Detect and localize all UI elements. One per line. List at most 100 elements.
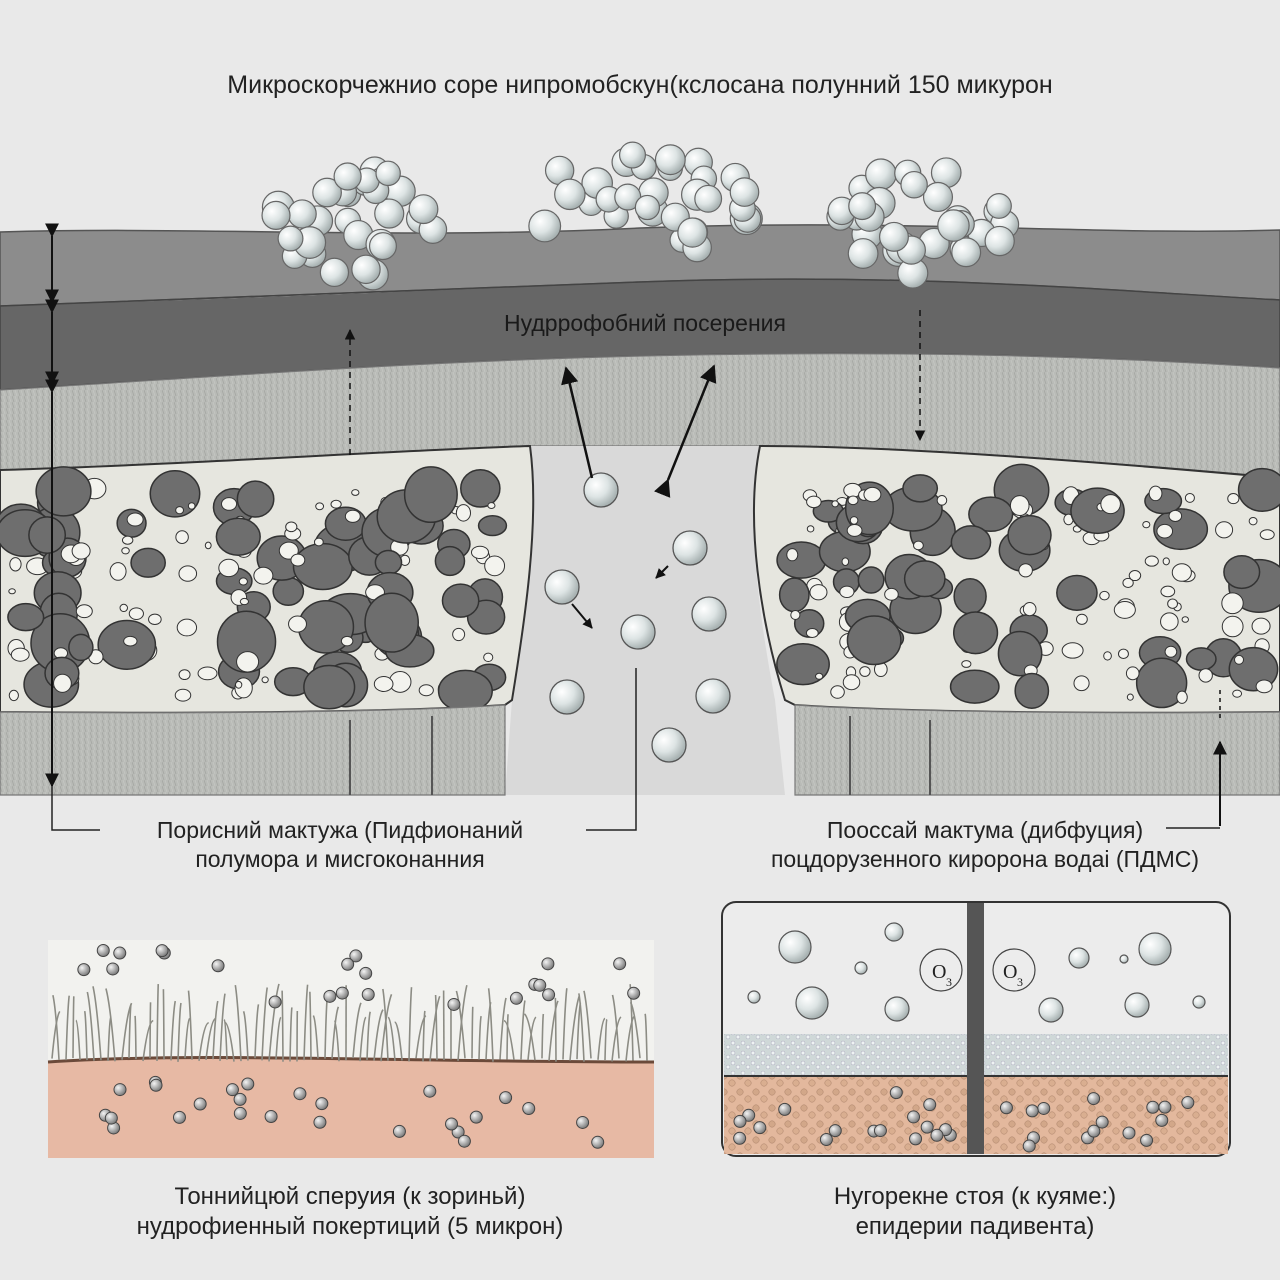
bead — [753, 1121, 767, 1135]
fiber-strand — [499, 997, 507, 1060]
right-matrix-label-line2: поцдорузенного киророна водаі (ПДМС) — [770, 845, 1200, 872]
fiber-strand — [156, 984, 160, 1061]
fiber-strand — [275, 1016, 282, 1060]
bead — [211, 959, 225, 973]
right-lower-fiber — [794, 704, 1280, 796]
droplet — [1068, 947, 1090, 969]
fiber-strand — [72, 996, 75, 1059]
droplet — [544, 569, 580, 605]
droplet — [695, 678, 731, 714]
droplet — [549, 679, 585, 715]
fiber-strand — [198, 1022, 209, 1061]
pore — [290, 553, 306, 567]
pore — [1022, 602, 1037, 617]
pore — [1171, 563, 1192, 582]
layer-stack — [0, 224, 1280, 796]
pore — [1018, 563, 1033, 578]
ozone-marker-left — [919, 948, 963, 992]
fiber-strand — [177, 1002, 182, 1062]
fiber-strand — [312, 1015, 319, 1059]
bottom-right-inset: O 3 O 3 — [721, 901, 1231, 1157]
bead — [113, 946, 127, 960]
pore — [1168, 509, 1183, 523]
bead — [361, 988, 375, 1002]
bead — [457, 1134, 471, 1148]
bead — [359, 966, 373, 980]
pore — [863, 486, 882, 503]
pore — [176, 618, 198, 637]
pore — [10, 647, 30, 662]
fiber-strand — [212, 1000, 219, 1060]
droplet — [319, 257, 350, 288]
droplet — [848, 192, 877, 221]
fiber-strand — [184, 1017, 191, 1059]
fiber-strand — [434, 994, 438, 1061]
pore — [786, 548, 799, 562]
bead — [193, 1097, 207, 1111]
pore — [315, 502, 325, 511]
fiber-strand — [487, 988, 494, 1062]
box-droplets — [747, 922, 1206, 1023]
channel-droplets — [544, 472, 731, 763]
pore — [1056, 574, 1098, 611]
pore — [1185, 647, 1217, 671]
pore — [71, 542, 91, 560]
droplet — [986, 193, 1012, 219]
bead — [1087, 1092, 1101, 1106]
pore — [1153, 508, 1209, 551]
pore — [839, 585, 855, 599]
ozone-right-sub: 3 — [1017, 975, 1023, 989]
droplet — [951, 237, 982, 268]
fiber-strand — [644, 1013, 648, 1061]
left-lower-fiber — [0, 704, 506, 796]
fiber-strand — [429, 995, 441, 1062]
fiber-strand — [611, 994, 620, 1059]
pore — [403, 466, 458, 524]
droplet — [654, 144, 686, 176]
fiber-strand — [52, 995, 60, 1060]
bead — [268, 995, 282, 1009]
pore — [1156, 523, 1174, 539]
bead — [907, 1110, 921, 1124]
pore — [1100, 494, 1121, 515]
pore — [806, 525, 815, 533]
fiber-strand — [234, 984, 242, 1062]
bottom-left-caption: Тоннийцюй сперуия (к зориньй) нудрофиенн… — [60, 1182, 640, 1242]
pore — [1215, 521, 1234, 539]
bead — [1158, 1100, 1172, 1114]
pore — [340, 635, 354, 647]
fiber-strand — [554, 997, 557, 1062]
small-arrow-2 — [655, 565, 669, 579]
pore — [902, 474, 939, 503]
pore — [846, 615, 902, 666]
pore — [1176, 690, 1188, 704]
bead — [323, 989, 337, 1003]
bead — [423, 1084, 437, 1098]
pore — [130, 547, 166, 578]
pore — [961, 660, 972, 668]
pore — [8, 689, 19, 702]
droplet-clusters — [261, 141, 1020, 291]
fiber-strand — [455, 990, 466, 1059]
pore — [374, 549, 403, 576]
pore — [778, 577, 810, 613]
fiber-strand — [366, 1011, 372, 1060]
bottom-right-caption-line1: Нугорекне стоя (к куяме:) — [833, 1183, 1117, 1210]
bead — [999, 1101, 1013, 1115]
bead — [920, 1120, 934, 1134]
pore — [121, 547, 130, 555]
droplet — [333, 162, 362, 191]
pore — [487, 502, 496, 509]
pore — [303, 664, 356, 710]
pore — [1135, 657, 1188, 709]
fiber-strand — [527, 1016, 537, 1061]
droplet — [583, 472, 619, 508]
pore — [239, 597, 249, 606]
bead — [241, 1077, 255, 1091]
pore — [178, 565, 198, 582]
pore — [484, 555, 506, 577]
ozone-left-label: O — [932, 961, 946, 983]
pore — [1221, 615, 1244, 638]
bead — [541, 957, 555, 971]
pore — [351, 489, 360, 496]
